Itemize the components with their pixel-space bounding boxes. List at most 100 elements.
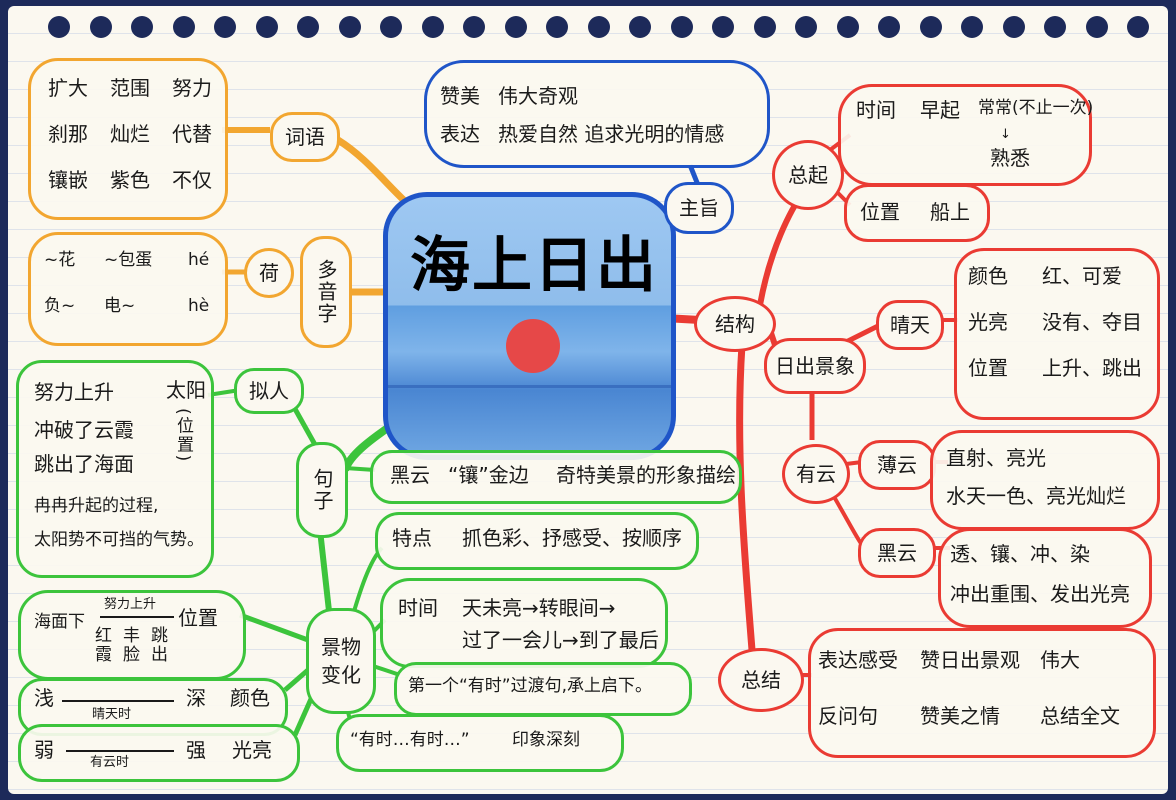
node-qingtian-label: 晴天 (890, 313, 930, 337)
word-item: 镶嵌 (48, 168, 88, 192)
node-zhuzhi-label: 主旨 (679, 196, 719, 220)
thin-2: 水天一色、亮光灿烂 (946, 484, 1126, 508)
node-heiyun: 黑云 (858, 528, 936, 578)
binding-hole (1002, 16, 1025, 38)
node-zongjie-label: 总结 (741, 668, 781, 692)
color-label: 颜色 (230, 686, 270, 710)
position-red: 红霞 (91, 626, 111, 664)
sunny-value: 红、可爱 (1042, 264, 1122, 288)
color-to: 深 (186, 686, 206, 710)
summary-item: 伟大 (1040, 648, 1080, 672)
binding-hole (504, 16, 527, 38)
zongqi-time-a: 时间 (856, 98, 896, 122)
summary-item: 赞美之情 (920, 704, 1000, 728)
link-jingwu-color (283, 668, 310, 692)
features-box (375, 512, 699, 570)
personify-line: 太阳势不可挡的气势。 (34, 530, 204, 550)
node-jingwu: 景物变化 (306, 608, 376, 714)
theme-l1a: 赞美 (440, 84, 480, 108)
word-item: 代替 (172, 122, 212, 146)
word-item: 努力 (172, 76, 212, 100)
node-baoyun-label: 薄云 (877, 453, 917, 477)
position-jump: 跳出 (147, 626, 167, 664)
summary-item: 赞日出景观 (920, 648, 1020, 672)
sunny-box (954, 248, 1160, 420)
binding-hole (961, 16, 983, 38)
sunny-label: 位置 (968, 356, 1008, 380)
heiyun-sentence-b: “镶”金边 (448, 463, 529, 487)
node-he: 荷 (244, 248, 294, 298)
node-zongqi: 总起 (772, 140, 844, 210)
binding-hole (297, 16, 319, 38)
node-youyun: 有云 (782, 444, 850, 504)
node-jiegou: 结构 (694, 296, 776, 352)
personify-line: 努力上升 (34, 380, 114, 404)
node-baoyun: 薄云 (858, 440, 936, 490)
theme-l1b: 伟大奇观 (498, 84, 578, 108)
polyphone-box (28, 232, 228, 346)
transition-text: 第一个“有时”过渡句,承上启下。 (408, 676, 653, 696)
binding-hole (89, 16, 112, 38)
node-niren: 拟人 (234, 368, 304, 414)
node-duoyinzi: 多音字 (300, 236, 352, 348)
node-niren-label: 拟人 (249, 379, 289, 403)
zongqi-time-arrow: ↓ (1000, 127, 1011, 142)
word-item: 不仅 (172, 168, 212, 192)
polyphone-item: ~包蛋 (104, 250, 153, 270)
horizon-line (388, 385, 671, 388)
binding-hole (629, 16, 651, 38)
node-youyun-label: 有云 (796, 462, 836, 486)
binding-hole (1085, 16, 1108, 38)
node-zongqi-label: 总起 (788, 163, 828, 187)
zongqi-pos-a: 位置 (860, 200, 900, 224)
sun-drawing (506, 319, 560, 373)
bright-cond: 有云时 (90, 755, 130, 770)
node-qingtian: 晴天 (876, 300, 944, 350)
heiyun-sentence-a: 黑云 (390, 463, 430, 487)
polyphone-item: 负~ (44, 296, 76, 316)
position-half: 丰脸 (119, 626, 139, 664)
features-a: 特点 (392, 526, 432, 550)
node-richu-label: 日出景象 (775, 354, 855, 378)
sunny-label: 颜色 (968, 264, 1008, 288)
summary-item: 表达感受 (818, 648, 898, 672)
zongqi-pos-b: 船上 (930, 200, 970, 224)
sunny-value: 上升、跳出 (1042, 356, 1142, 380)
position-label: 位置 (178, 606, 218, 630)
binding-hole (421, 16, 444, 38)
link-jingwu-position (239, 612, 309, 643)
node-richu: 日出景象 (764, 338, 866, 394)
black-1: 透、镶、冲、染 (950, 542, 1090, 566)
personify-line: 冲破了云霞 (34, 418, 134, 442)
binding-hole (214, 16, 236, 38)
zongqi-time-c: 常常(不止一次) (978, 98, 1094, 118)
personify-box (16, 360, 214, 578)
zongqi-time-b: 早起 (920, 98, 960, 122)
node-ciyu-label: 词语 (285, 125, 325, 149)
node-jingwu-label: 景物变化 (321, 635, 361, 687)
node-juzi: 句子 (296, 442, 348, 538)
position-rise: 努力上升 (104, 597, 157, 612)
binding-hole (919, 16, 942, 38)
binding-hole (795, 16, 817, 38)
polyphone-item: ~花 (44, 250, 76, 270)
binding-hole (172, 16, 195, 38)
word-item: 范围 (110, 76, 150, 100)
node-heiyun-label: 黑云 (877, 541, 917, 565)
position-sea: 海面下 (34, 612, 85, 632)
binding-hole (670, 16, 693, 38)
binding-hole (255, 16, 278, 38)
color-from: 浅 (34, 686, 54, 710)
youshi-a: “有时…有时…” (350, 730, 470, 750)
time-c: 过了一会儿→到了最后 (462, 628, 659, 652)
binding-hole (587, 16, 610, 38)
binding-hole (836, 16, 859, 38)
word-item: 刹那 (48, 122, 88, 146)
word-item: 紫色 (110, 168, 150, 192)
bright-box (18, 724, 300, 782)
personify-position: (位置) (173, 408, 193, 464)
binding-hole (48, 16, 70, 38)
color-cond: 晴天时 (92, 707, 132, 722)
position-arrow (100, 616, 174, 618)
binding-hole (380, 16, 402, 38)
